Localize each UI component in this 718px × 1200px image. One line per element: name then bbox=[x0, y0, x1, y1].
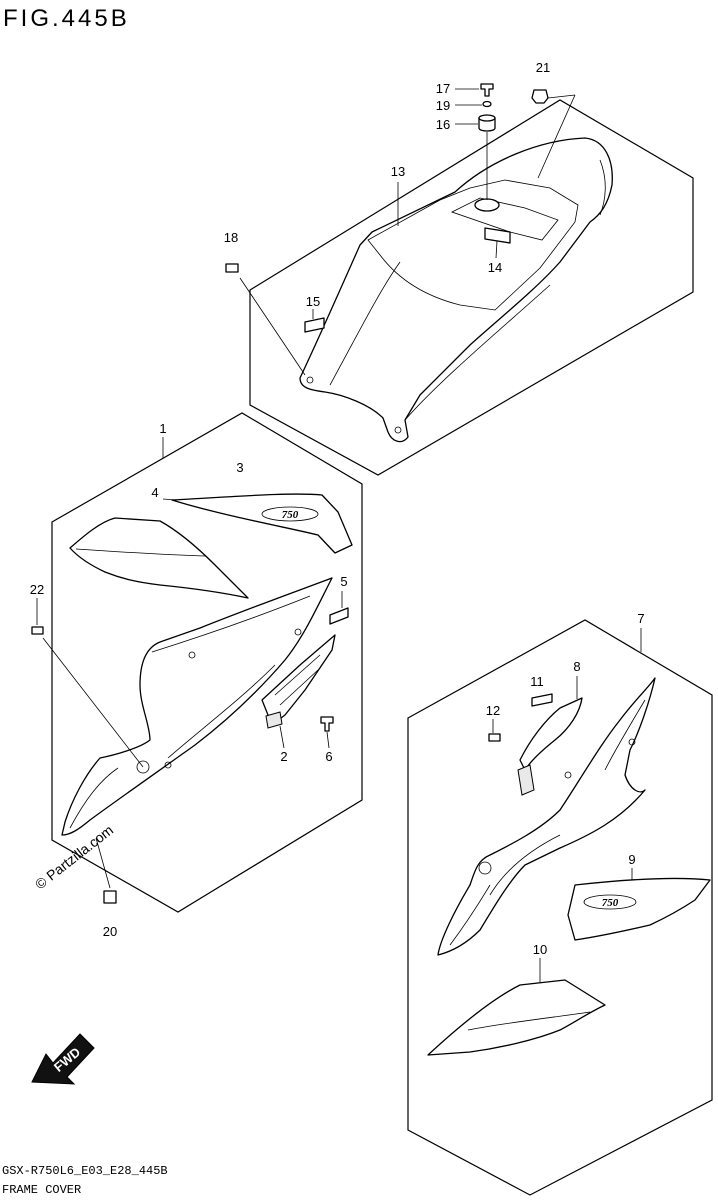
callout-8: 8 bbox=[573, 659, 580, 674]
callout-19: 19 bbox=[436, 98, 450, 113]
part-8-inner-cover bbox=[519, 697, 583, 771]
part-21-clip bbox=[531, 89, 549, 104]
part-20-nut bbox=[103, 890, 117, 904]
part-6-bolt bbox=[320, 716, 334, 732]
callout-20: 20 bbox=[103, 924, 117, 939]
part-15-label bbox=[304, 317, 325, 333]
part-3-hole-front bbox=[136, 760, 150, 774]
group-box-top bbox=[249, 99, 694, 476]
part-13-side-line bbox=[329, 159, 606, 421]
footer-name: FRAME COVER bbox=[2, 1183, 81, 1197]
part-14-label bbox=[484, 227, 511, 244]
part-3-hole-upper bbox=[188, 651, 196, 659]
part-3-frame-cover bbox=[61, 577, 333, 836]
part-10-crease bbox=[467, 1011, 591, 1031]
callout-18: 18 bbox=[224, 230, 238, 245]
part-4-logo-oval bbox=[261, 506, 319, 522]
callout-2: 2 bbox=[280, 749, 287, 764]
part-9-logo-oval bbox=[583, 894, 637, 910]
callout-15: 15 bbox=[306, 294, 320, 309]
part-11-label bbox=[531, 693, 553, 707]
callout-9: 9 bbox=[628, 852, 635, 867]
part-7-hole-upper bbox=[628, 738, 636, 746]
part-13-inner-opening bbox=[367, 179, 579, 311]
part-2-bracket-rib bbox=[274, 654, 321, 706]
part-2-bracket-clip bbox=[265, 711, 283, 729]
part-4-logo-text: 750 bbox=[282, 509, 299, 521]
part-3-hole-rear bbox=[294, 628, 302, 636]
callout-6: 6 bbox=[325, 749, 332, 764]
leader-line-21a bbox=[547, 94, 576, 99]
part-7-hole-front bbox=[478, 861, 492, 875]
callout-1: 1 bbox=[159, 421, 166, 436]
part-7-hole-mid bbox=[564, 771, 572, 779]
callout-11: 11 bbox=[530, 674, 544, 689]
callout-17: 17 bbox=[436, 81, 450, 96]
callout-4: 4 bbox=[151, 485, 158, 500]
callout-7: 7 bbox=[637, 611, 644, 626]
leader-line-21b bbox=[537, 94, 576, 179]
part-7-crease-upper bbox=[604, 699, 646, 771]
part-17-screw bbox=[480, 83, 494, 97]
callout-13: 13 bbox=[391, 164, 405, 179]
footer-code: GSX-R750L6_E03_E28_445B bbox=[2, 1164, 168, 1178]
part-3-hole-mid bbox=[164, 761, 172, 769]
part-13-tail-cowl bbox=[299, 137, 613, 443]
part-9-logo-text: 750 bbox=[602, 897, 619, 909]
group-box-right bbox=[407, 619, 713, 1196]
callout-14: 14 bbox=[488, 260, 502, 275]
callout-10: 10 bbox=[533, 942, 547, 957]
part-7-crease-lower bbox=[449, 834, 561, 946]
part-3-crease-tip bbox=[69, 767, 119, 829]
callout-22: 22 bbox=[30, 582, 44, 597]
callout-16: 16 bbox=[436, 117, 450, 132]
leader-line-18 bbox=[239, 277, 306, 376]
part-3-crease-lower bbox=[167, 664, 276, 759]
part-13-lug-hole-left bbox=[306, 376, 314, 384]
part-7-frame-cover bbox=[437, 677, 656, 956]
callout-3: 3 bbox=[236, 460, 243, 475]
part-22-bolt bbox=[31, 626, 44, 635]
figure-title: FIG.445B bbox=[3, 5, 130, 32]
part-10-inner-panel bbox=[427, 979, 606, 1056]
part-12-bolt bbox=[488, 733, 501, 742]
part-13-lug-hole-bottom bbox=[394, 426, 402, 434]
leader-line-14 bbox=[495, 240, 498, 259]
group-box-left bbox=[51, 412, 363, 913]
part-19-washer bbox=[482, 100, 492, 108]
leader-line-4 bbox=[162, 498, 177, 501]
part-5-label bbox=[329, 607, 349, 625]
part-8-clip bbox=[517, 764, 535, 796]
part-9-decal bbox=[567, 877, 711, 941]
leader-line-6 bbox=[326, 731, 330, 749]
part-3-crease-upper bbox=[151, 595, 311, 653]
callout-5: 5 bbox=[340, 574, 347, 589]
watermark-text: © Partzilla.com bbox=[32, 822, 116, 893]
callout-21: 21 bbox=[536, 60, 550, 75]
part-18-bolt bbox=[225, 263, 239, 273]
leader-line-2 bbox=[279, 725, 285, 749]
part-16-cushion-top bbox=[478, 114, 496, 122]
part-3-inner-panel-crease bbox=[75, 548, 206, 557]
part-3-inner-panel bbox=[69, 517, 249, 599]
leader-line-22-part bbox=[42, 637, 144, 768]
fwd-arrow-icon bbox=[31, 1033, 95, 1085]
leader-line-20-part bbox=[95, 837, 111, 889]
part-4-decal bbox=[171, 493, 353, 554]
callout-12: 12 bbox=[486, 703, 500, 718]
part-13-mount-boss bbox=[474, 198, 500, 212]
